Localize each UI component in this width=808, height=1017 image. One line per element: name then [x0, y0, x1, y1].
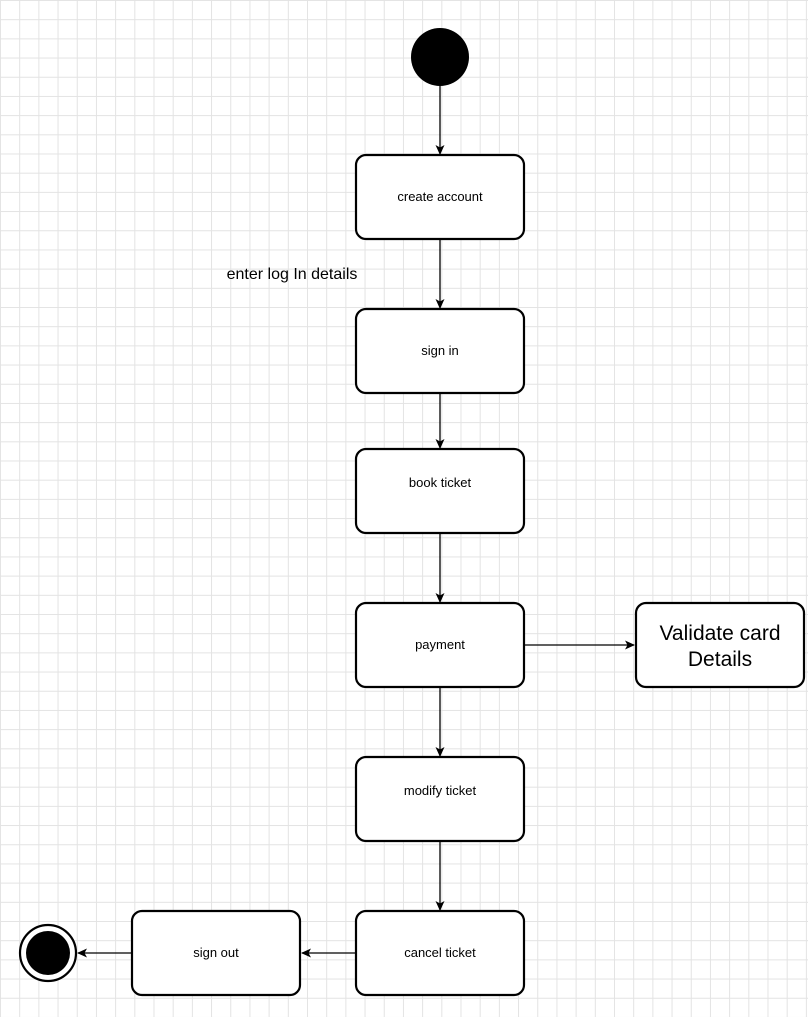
- activity-book-ticket: book ticket: [354, 447, 526, 535]
- activity-cancel-ticket-label: cancel ticket: [404, 945, 476, 960]
- activity-create-account-label: create account: [397, 189, 483, 204]
- activity-payment-label: payment: [415, 637, 465, 652]
- activity-modify-ticket: modify ticket: [354, 755, 526, 843]
- activity-sign-in: sign in: [354, 307, 526, 395]
- initial-node: [411, 28, 469, 86]
- activity-sign-out-label: sign out: [193, 945, 239, 960]
- final-node: [18, 923, 78, 983]
- activity-sign-out: sign out: [130, 909, 302, 997]
- activity-modify-ticket-label: modify ticket: [404, 783, 477, 798]
- activity-validate-card-label-line1: Validate card: [659, 622, 780, 645]
- activity-validate-card-label-line2: Details: [688, 648, 752, 671]
- activity-cancel-ticket: cancel ticket: [354, 909, 526, 997]
- activity-sign-in-label: sign in: [421, 343, 459, 358]
- activity-create-account: create account: [354, 153, 526, 241]
- activity-validate-card-details: Validate card Details: [634, 601, 806, 689]
- activity-book-ticket-label: book ticket: [409, 475, 472, 490]
- activity-payment: payment: [354, 601, 526, 689]
- edge-label-enter-login-details: enter log In details: [227, 266, 358, 283]
